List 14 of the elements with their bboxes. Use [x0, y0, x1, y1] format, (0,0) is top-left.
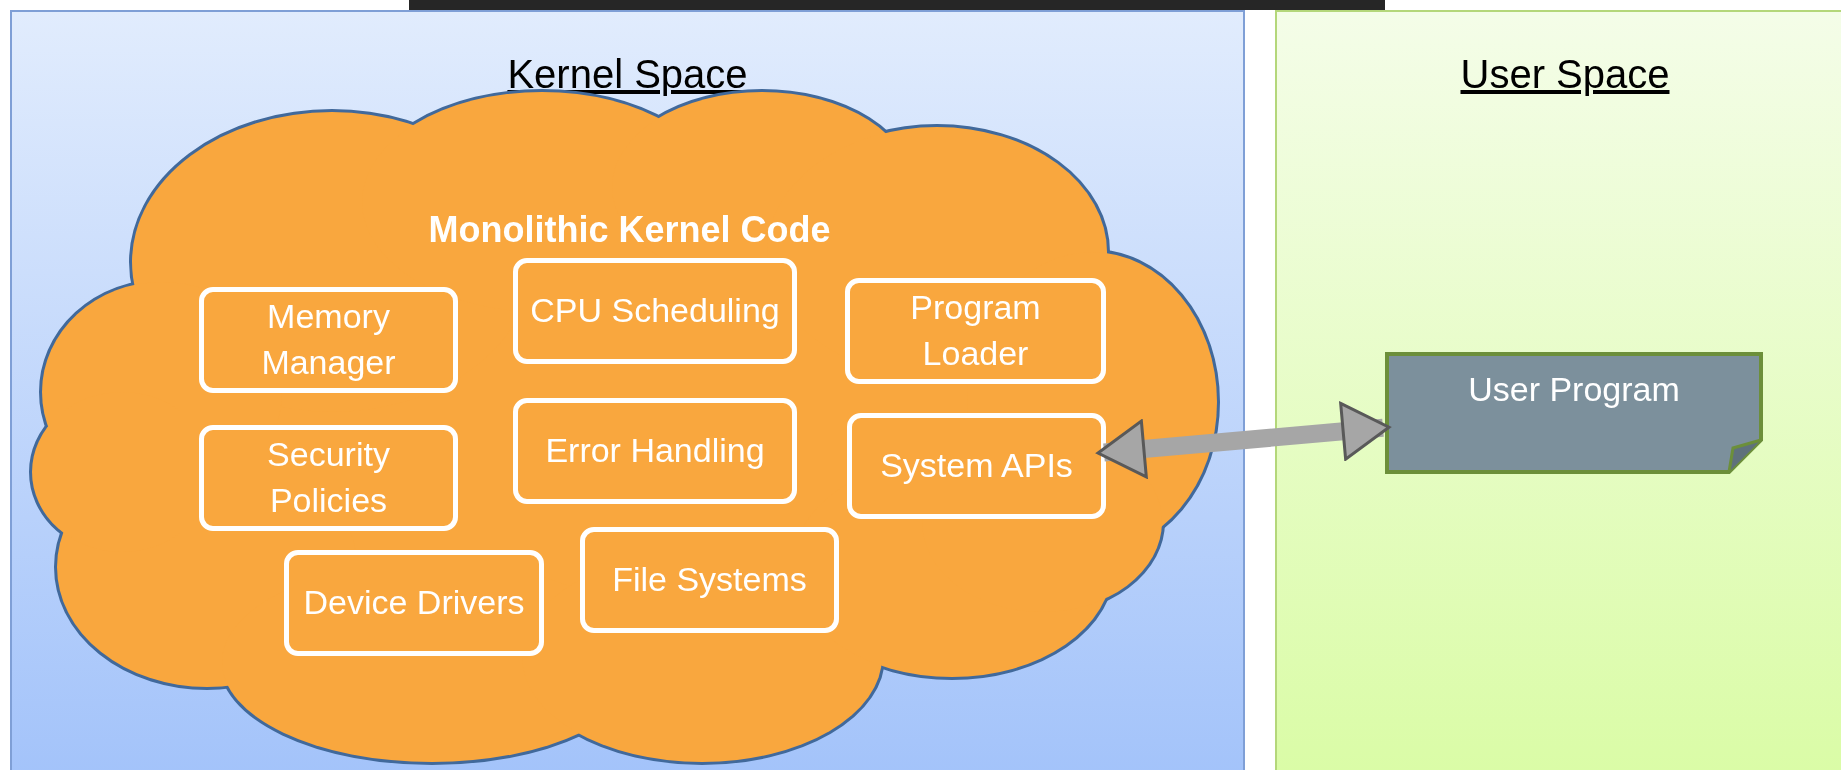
module-box: System APIs — [847, 413, 1106, 519]
panel-title: User Space — [1459, 52, 1671, 97]
module-box: Error Handling — [513, 398, 797, 504]
document-label: User Program — [1467, 370, 1681, 409]
module-box: Security Policies — [199, 425, 458, 531]
module-box: CPU Scheduling — [513, 258, 797, 364]
double-arrow — [1096, 401, 1391, 479]
cloud-title: Monolithic Kernel Code — [427, 209, 832, 251]
module-box: Device Drivers — [284, 550, 544, 656]
module-box: Program Loader — [845, 278, 1106, 384]
panel — [1275, 10, 1841, 770]
module-box: File Systems — [580, 527, 839, 633]
panel-title: Kernel Space — [506, 52, 749, 97]
module-box: Memory Manager — [199, 287, 458, 393]
